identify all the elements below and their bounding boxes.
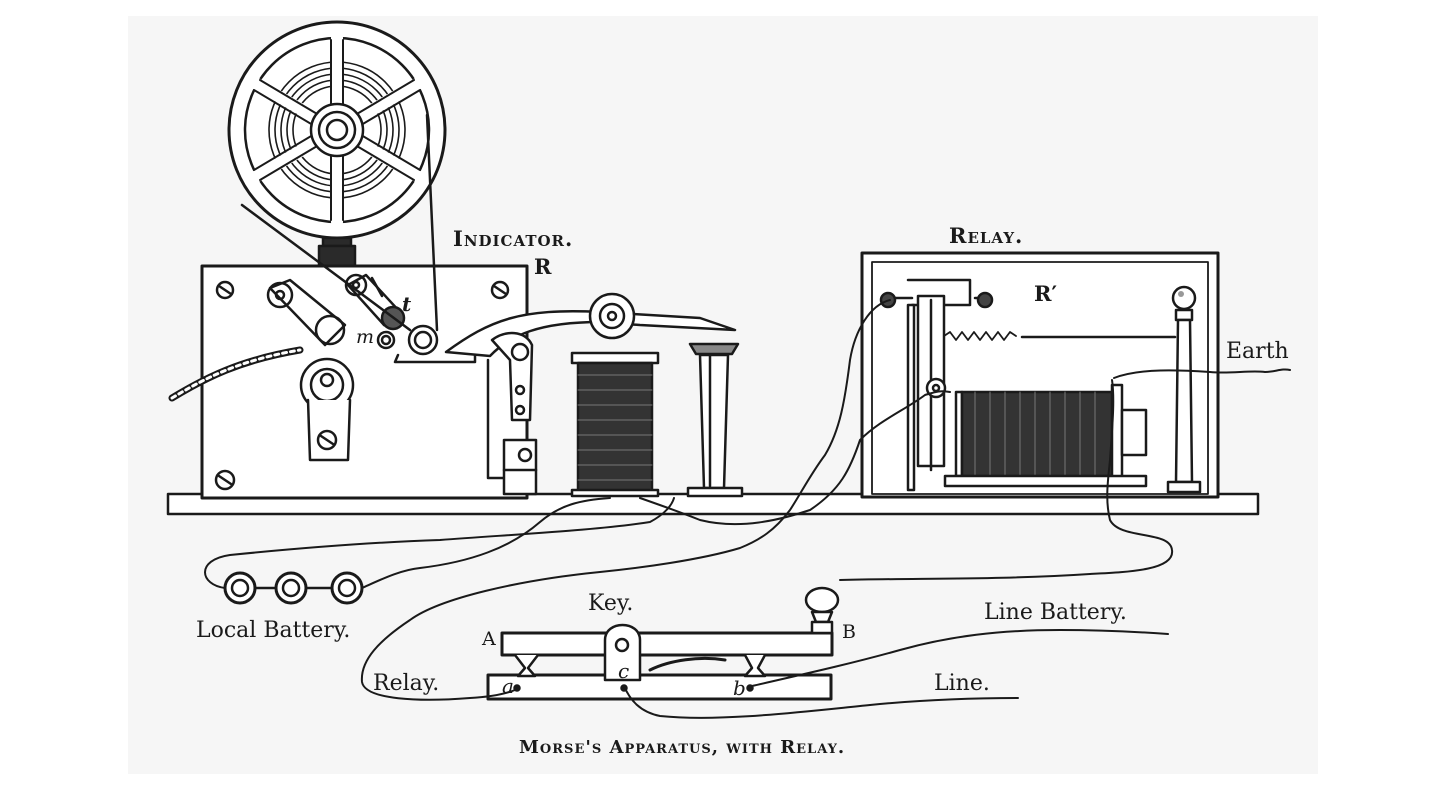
- terminal-b-label: b: [733, 676, 746, 700]
- reel-stem: [317, 236, 357, 268]
- t-label: t: [402, 292, 412, 316]
- telegraph-key: [486, 586, 840, 701]
- armature-lever: [444, 292, 737, 496]
- line-battery-label: Line Battery.: [984, 600, 1127, 625]
- key-label: Key.: [588, 591, 634, 616]
- m-label: m: [356, 326, 375, 348]
- relay-wire-label: Relay.: [373, 671, 440, 696]
- terminal-c-label: c: [618, 659, 630, 683]
- local-battery-cells: [223, 571, 364, 605]
- local-battery-label: Local Battery.: [196, 618, 351, 643]
- earth-terminal-post: [1166, 285, 1202, 494]
- key-end-b-label: B: [842, 621, 856, 643]
- key-end-a-label: A: [482, 628, 496, 650]
- electromagnet-coil: [570, 351, 660, 498]
- r-prime-label: R′: [1034, 281, 1057, 306]
- earth-label: Earth: [1226, 339, 1289, 364]
- terminal-a-label: a: [502, 674, 514, 698]
- line-label: Line.: [934, 671, 990, 696]
- indicator-label: Indicator.: [453, 226, 574, 251]
- wires: [204, 299, 1291, 719]
- paper-reel: [227, 20, 447, 240]
- r-label: R: [534, 254, 552, 279]
- indicator-mechanism: [168, 113, 477, 462]
- figure-caption: Morse's Apparatus, with Relay.: [519, 737, 846, 758]
- adjusting-pillar: [686, 342, 744, 498]
- relay-title-label: Relay.: [949, 223, 1024, 248]
- relay-mechanism: [879, 278, 1177, 492]
